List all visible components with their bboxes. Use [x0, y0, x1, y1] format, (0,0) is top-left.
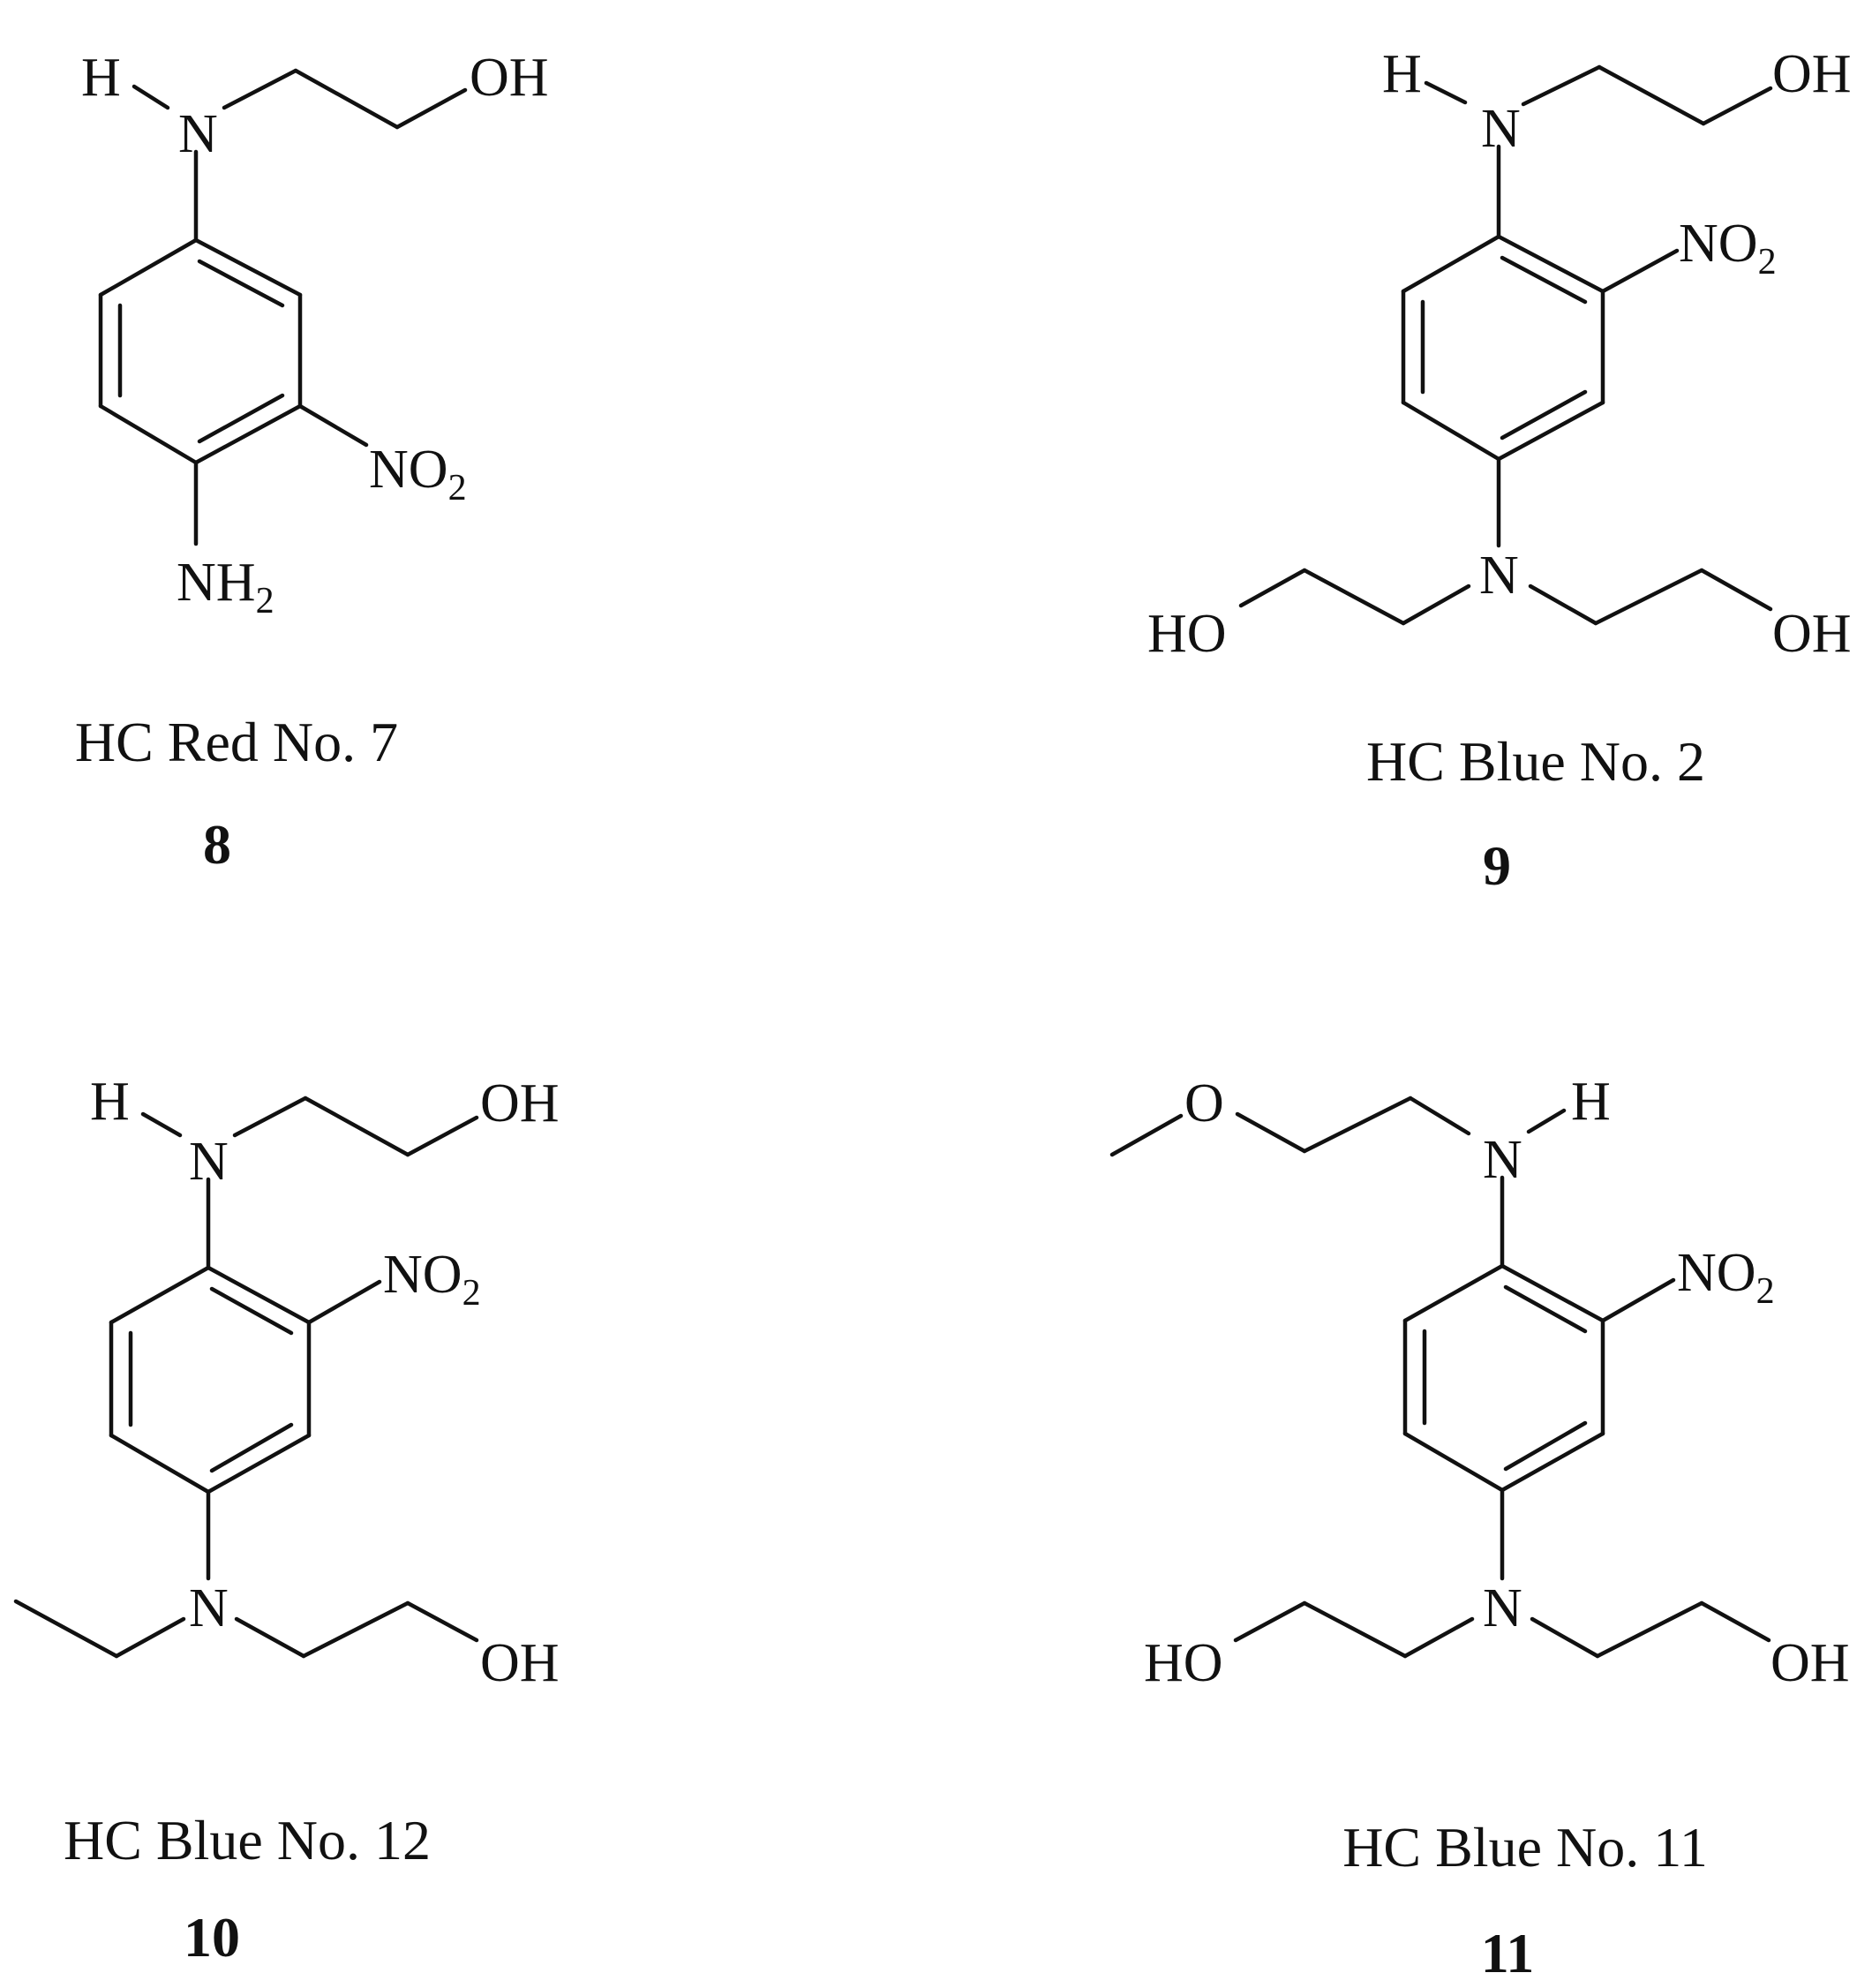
atom-ho: HO: [1147, 604, 1227, 664]
atom-no2: NO2: [383, 1245, 481, 1314]
atom-no2: NO2: [1677, 1243, 1775, 1312]
atom-oh: OH: [480, 1633, 560, 1693]
atom-n: N: [1481, 99, 1521, 159]
atom-n: N: [1483, 1578, 1522, 1638]
compound-name: HC Blue No. 12: [64, 1809, 431, 1871]
atom-oh: OH: [1772, 44, 1852, 104]
atom-labels: H N OH NO2 NH2: [81, 48, 549, 621]
atom-h: H: [81, 48, 121, 108]
atom-oh: OH: [1771, 1633, 1850, 1693]
atom-h: H: [1382, 44, 1422, 104]
atom-n: N: [178, 104, 218, 164]
bonds: [98, 68, 468, 546]
structure-hc-blue-2: H N OH NO2 N HO OH HC Blue No. 2 9: [1147, 44, 1852, 897]
compound-number: 10: [184, 1906, 240, 1969]
atom-n: N: [1479, 546, 1519, 606]
compound-number: 9: [1483, 834, 1511, 897]
compound-number: 8: [203, 813, 231, 876]
atom-o: O: [1184, 1073, 1224, 1133]
compound-number: 11: [1481, 1922, 1534, 1984]
atom-ho: HO: [1144, 1633, 1223, 1693]
atom-h: H: [90, 1072, 130, 1132]
atom-n: N: [189, 1132, 229, 1192]
atom-no2: NO2: [1679, 214, 1777, 282]
atom-labels: H N OH NO2 N HO OH: [1147, 44, 1852, 664]
atom-labels: H N OH NO2 N OH: [90, 1072, 560, 1693]
compound-name: HC Red No. 7: [75, 711, 398, 773]
bonds: [13, 1096, 479, 1659]
compound-name: HC Blue No. 11: [1342, 1816, 1708, 1879]
atom-nh2: NH2: [177, 553, 274, 621]
atom-n: N: [1483, 1130, 1522, 1190]
atom-no2: NO2: [369, 440, 467, 508]
atom-oh: OH: [1772, 604, 1852, 664]
atom-h: H: [1571, 1072, 1611, 1132]
structure-hc-red-7: H N OH NO2 NH2 HC Red No. 7 8: [75, 48, 549, 876]
atom-oh: OH: [480, 1073, 560, 1133]
bonds: [1109, 1096, 1771, 1659]
compound-name: HC Blue No. 2: [1366, 730, 1705, 793]
atom-oh: OH: [470, 48, 549, 108]
atom-n: N: [189, 1578, 229, 1638]
structure-hc-blue-11: O H N NO2 N HO OH HC Blue No. 11 11: [1109, 1072, 1850, 1984]
structure-hc-blue-12: H N OH NO2 N OH HC Blue No. 12 10: [13, 1072, 560, 1969]
atom-labels: O H N NO2 N HO OH: [1144, 1072, 1850, 1693]
bonds: [1238, 64, 1773, 626]
